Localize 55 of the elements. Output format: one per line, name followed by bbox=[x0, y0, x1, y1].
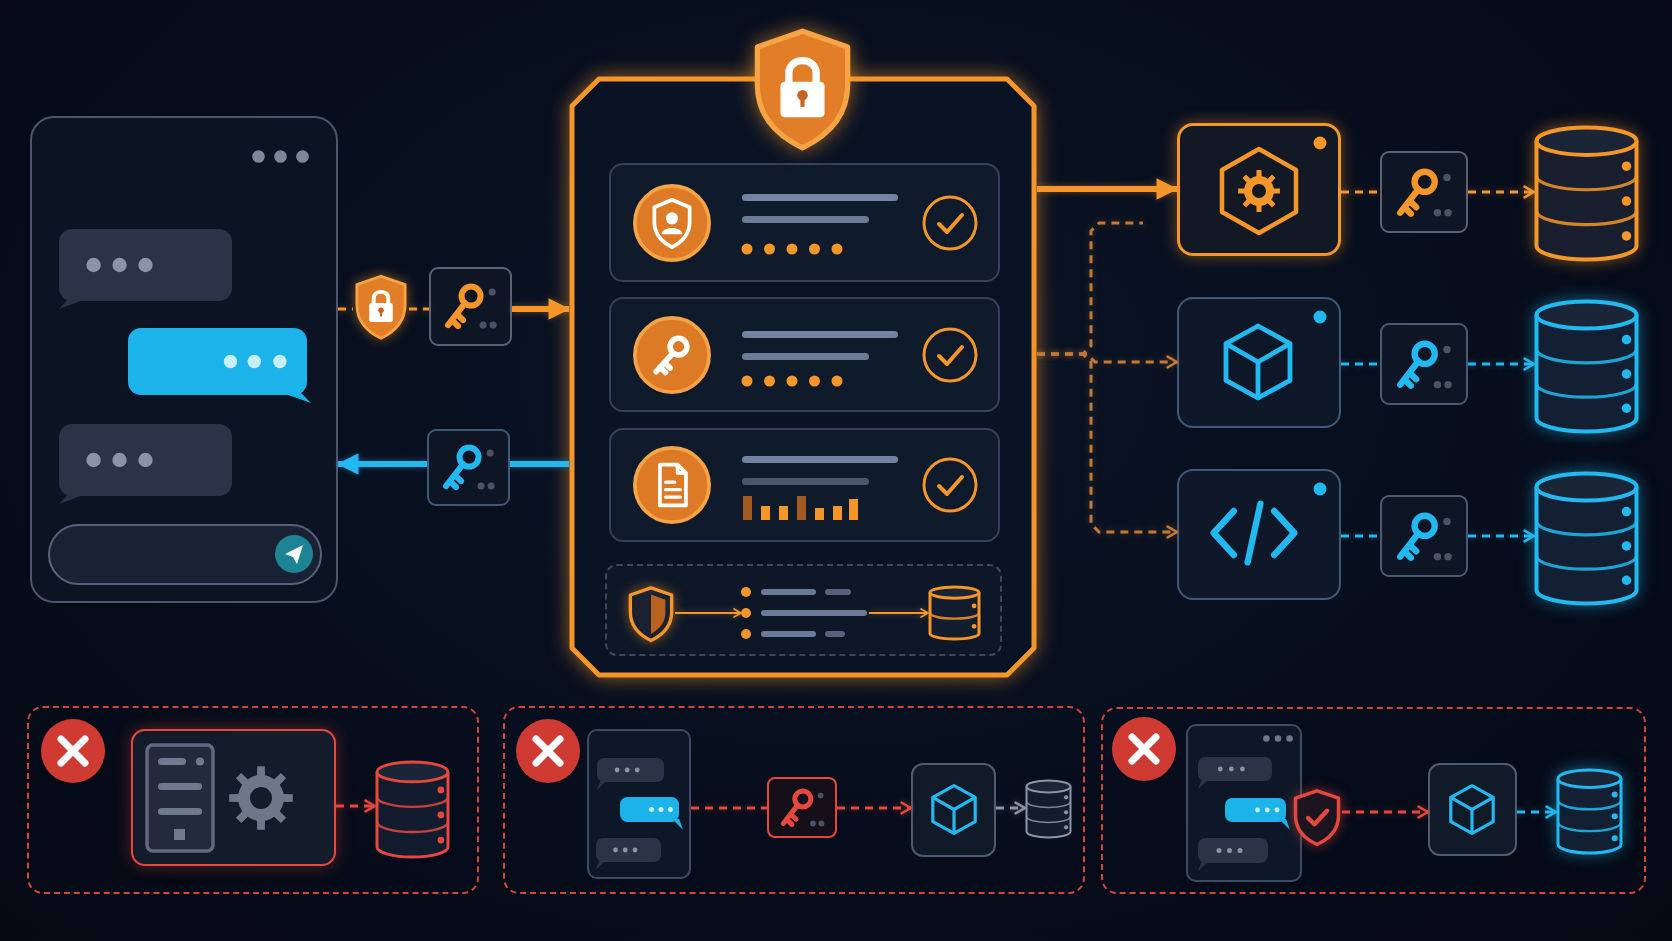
connector-line bbox=[691, 806, 767, 810]
list-icon bbox=[741, 586, 869, 640]
arrow bbox=[996, 801, 1027, 815]
key-card bbox=[1380, 151, 1468, 233]
arrow bbox=[1468, 357, 1536, 371]
arrow bbox=[1468, 529, 1536, 543]
key-card bbox=[427, 429, 510, 506]
database-icon bbox=[1534, 125, 1639, 262]
shield-icon bbox=[1292, 789, 1342, 846]
arrow bbox=[1342, 805, 1430, 819]
chat-window bbox=[587, 729, 691, 879]
arrow bbox=[1517, 805, 1558, 819]
dashed-panel bbox=[1101, 707, 1646, 894]
icon-card bbox=[1177, 123, 1341, 256]
icon-card bbox=[1428, 763, 1517, 856]
server-card bbox=[131, 729, 336, 866]
arrow bbox=[512, 298, 571, 320]
connector-line bbox=[338, 307, 353, 311]
arrow bbox=[1468, 185, 1536, 199]
database-icon bbox=[1534, 471, 1639, 606]
arrow bbox=[336, 799, 377, 813]
arrow bbox=[869, 608, 929, 618]
list-row bbox=[609, 163, 1000, 282]
chat-window bbox=[30, 116, 338, 603]
database-icon bbox=[1556, 768, 1623, 855]
key-card bbox=[1380, 495, 1468, 577]
shield-icon bbox=[627, 586, 675, 642]
connector-line bbox=[510, 461, 569, 467]
connector-line bbox=[1341, 190, 1380, 194]
connector-line bbox=[409, 307, 429, 311]
list-row bbox=[609, 297, 1000, 412]
arrow bbox=[1037, 178, 1179, 200]
main-panel bbox=[569, 76, 1037, 678]
icon-card bbox=[911, 763, 996, 857]
connector-line bbox=[1341, 362, 1380, 366]
key-card bbox=[767, 777, 837, 838]
database-icon bbox=[1534, 299, 1639, 434]
chat-window bbox=[1186, 724, 1302, 882]
dashed-panel bbox=[27, 706, 479, 894]
connector-line bbox=[1341, 534, 1380, 538]
arrow bbox=[675, 608, 742, 618]
dashed-panel bbox=[503, 706, 1085, 894]
key-card bbox=[1380, 323, 1468, 405]
key-card bbox=[429, 267, 512, 346]
arrow bbox=[336, 453, 427, 475]
icon-card bbox=[1177, 469, 1341, 600]
list-row bbox=[609, 428, 1000, 542]
database-icon bbox=[928, 585, 981, 641]
icon-card bbox=[1177, 297, 1341, 428]
database-icon bbox=[1025, 779, 1072, 839]
arrow bbox=[1037, 352, 1179, 539]
arrow bbox=[837, 801, 913, 815]
shield-lock-icon bbox=[353, 274, 409, 340]
list-row bbox=[605, 564, 1002, 656]
database-icon bbox=[375, 760, 450, 859]
